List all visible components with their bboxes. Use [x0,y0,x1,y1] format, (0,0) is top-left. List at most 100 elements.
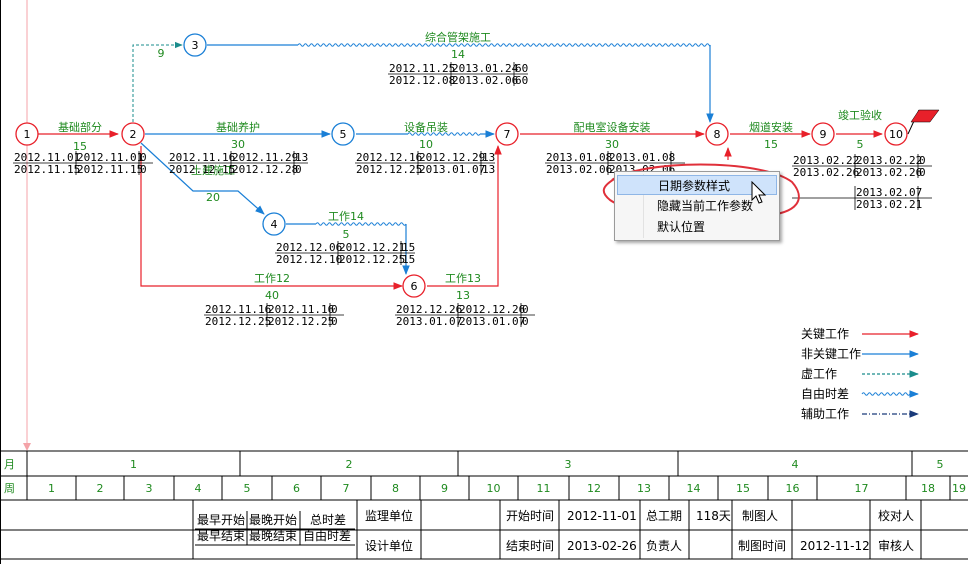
node-label: 9 [820,128,827,141]
date-cell: 2012.12.25 [268,315,334,328]
date-cell: 2012.11.15 [77,163,143,176]
activity-duration-8-9: 15 [764,138,778,151]
activity-duration-2-3: 9 [158,47,165,60]
node-label: 5 [340,128,347,141]
node-9[interactable]: 9 [811,122,835,146]
date-cell: 2012.11.16 [205,303,271,316]
date-block-a38[interactable]: 2012.11.252013.01.24602012.12.082013.02.… [388,62,528,87]
activity-line-2-3[interactable] [132,41,183,122]
date-cell: 60 [515,62,528,75]
date-cell: 2013.01.08 [546,151,612,164]
node-10[interactable]: 10 [884,122,908,146]
week-cell: 4 [195,482,202,495]
node-circle[interactable] [884,122,908,146]
activity-name-9-10-text: 竣工验收 [838,108,882,122]
node-circle[interactable] [705,122,729,146]
free-float-wave-4-6 [315,222,407,226]
month-row-label: 月 [4,458,15,471]
date-cell: 0 [295,163,302,176]
date-cell: 0 [522,303,529,316]
date-cell: 2012.11.15 [14,163,80,176]
activity-duration-1-2: 15 [73,140,87,153]
node-label: 2 [130,128,137,141]
node-label: 4 [271,218,278,231]
date-block-a910[interactable]: 2013.02.222013.02.2202013.02.262013.02.2… [792,154,932,179]
node-1[interactable]: 1 [15,122,39,146]
node-circle[interactable] [15,122,39,146]
supervisor-label: 监理单位 [365,508,413,523]
date-cell: 2013.01.08 [609,151,675,164]
week-cell: 2 [97,482,104,495]
legend-label: 非关键工作 [801,347,861,361]
date-cell: 2012.12.21 [339,241,405,254]
date-cell: 13 [482,163,495,176]
node-circle[interactable] [811,122,835,146]
activity-line-6-7[interactable] [427,145,502,287]
date-cell: 0 [140,163,147,176]
activity-name-2-4-a: 土建施工 [191,163,235,177]
node-8[interactable]: 8 [705,122,729,146]
date-cell: 2013.02.22 [793,154,859,167]
date-block-a57[interactable]: 2012.12.162012.12.29132012.12.252013.01.… [355,151,495,176]
date-cell: 2013.02.06 [546,163,612,176]
activity-name-9-10: 竣工验收 [838,108,882,122]
date-cell: 2012.12.29 [419,151,485,164]
end-time-value: 2013-02-26 [567,539,637,553]
date-cell: 2012.12.26 [396,303,462,316]
activity-line-2-4[interactable] [140,142,265,215]
node-circle[interactable] [262,212,286,236]
responsible-label: 负责人 [646,539,682,553]
date-cell: 60 [515,74,528,87]
date-block-a12[interactable]: 2012.11.012012.11.0102012.11.152012.11.1… [13,151,153,176]
date-block-a46[interactable]: 2012.12.062012.12.21152012.12.102012.12.… [275,241,415,266]
node-circle[interactable] [331,122,355,146]
week-cell: 3 [146,482,153,495]
node-5[interactable]: 5 [331,122,355,146]
total-duration-label: 总工期 [646,509,682,523]
activity-duration-4-6: 5 [343,228,350,241]
menu-item-hide-current-params[interactable]: 隐藏当前工作参数 [657,199,754,213]
date-cell: 0 [919,166,926,179]
key-total-float: 总时差 [310,513,346,527]
activity-name-2-6: 工作12 [254,272,290,285]
date-cell: 2013.02.07 [856,186,922,199]
week-cell: 10 [487,482,501,495]
draft-time-label: 制图时间 [738,539,786,553]
date-cell: 2012.11.01 [14,151,80,164]
month-cell: 5 [937,458,944,471]
date-cell: 2012.11.29 [232,151,298,164]
menu-item-default-position[interactable]: 默认位置 [657,220,706,234]
node-2[interactable]: 2 [121,122,145,146]
week-cell: 15 [736,482,750,495]
key-earliest-start: 最早开始 [197,513,245,527]
design-label: 设计单位 [365,538,413,553]
activity-line-2-6[interactable] [140,146,403,290]
date-cell: 0 [522,315,529,328]
activity-duration-9-10: 5 [857,138,864,151]
date-block-a26[interactable]: 2012.11.162012.11.1602012.12.252012.12.2… [204,303,344,328]
node-circle[interactable] [402,274,426,298]
activity-duration-2-4: 20 [206,191,220,204]
date-cell: 2012.12.06 [276,241,342,254]
week-cell: 9 [441,482,448,495]
date-cell: 13 [295,151,308,164]
date-block-a67[interactable]: 2012.12.262012.12.2602013.01.072013.01.0… [395,303,535,328]
week-cell: 13 [637,482,651,495]
node-3[interactable]: 3 [183,33,207,57]
node-4[interactable]: 4 [262,212,286,236]
node-circle[interactable] [183,33,207,57]
node-7[interactable]: 7 [495,122,519,146]
week-row-label: 周 [4,482,15,495]
date-cell: 0 [140,151,147,164]
node-6[interactable]: 6 [402,274,426,298]
node-label: 6 [411,280,418,293]
date-block-a25[interactable]: 2012.11.162012.11.29132012.12.152012.12.… [168,151,308,176]
week-cell: 17 [855,482,869,495]
node-circle[interactable] [495,122,519,146]
menu-item-date-param-style[interactable]: 日期参数样式 [617,175,777,195]
node-circle[interactable] [121,122,145,146]
total-duration-value: 118天 [696,509,731,523]
date-cell: 2012.12.08 [389,74,455,87]
